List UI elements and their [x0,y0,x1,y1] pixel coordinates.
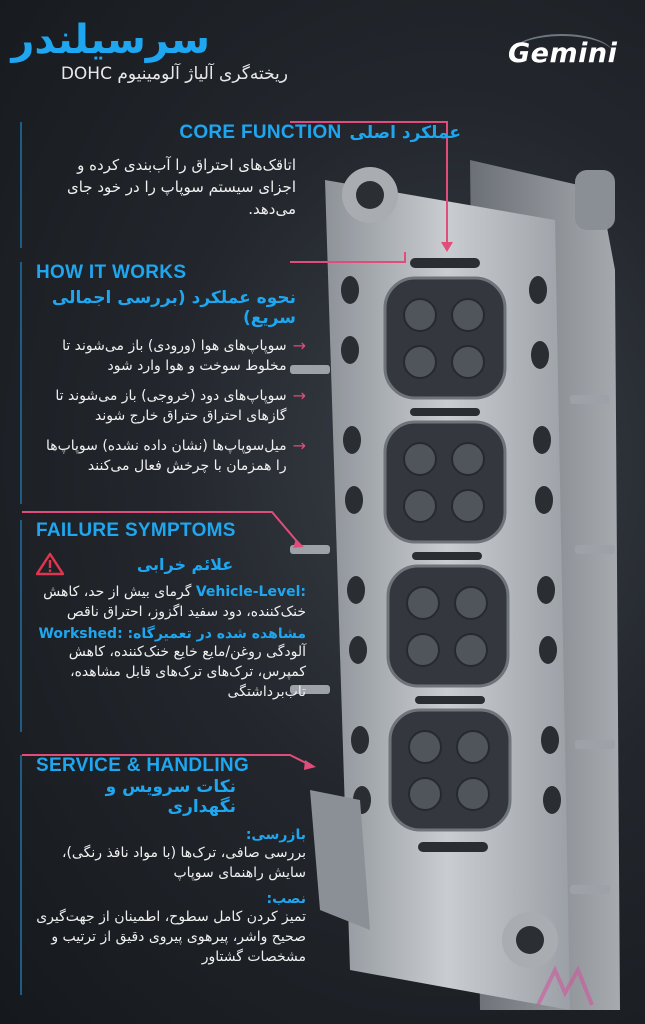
core-function-title-fa: عملکرد اصلی [349,123,461,143]
service-panel: SERVICE & HANDLING نکات سرویس و نگهداری … [20,755,461,995]
cylinder-head-illustration [290,160,620,1010]
how-it-works-item: → میل‌سوپاپ‌ها (نشان داده نشده) سوپاپ‌ها… [45,436,306,474]
inspection-label: بازرسی: [245,827,306,843]
arrow-right-icon: → [292,336,306,355]
how-it-works-panel: HOW IT WORKS نحوه عملکرد (بررسی اجمالی س… [20,262,461,504]
how-it-works-title-fa: نحوه عملکرد (بررسی اجمالی سریع) [51,288,296,328]
vehicle-level-label: Vehicle-Level: [195,584,306,600]
failure-title-en: FAILURE SYMPTOMS [36,520,236,541]
workshop-text: آلودگی روغن/مایع خایع خنک‌کننده، کاهش کم… [68,644,306,700]
core-function-panel: عملکرد اصلی CORE FUNCTION اتاقک‌های احتر… [20,122,461,248]
how-it-works-title-en: HOW IT WORKS [36,262,187,283]
core-function-text: اتاقک‌های احتراق را آب‌بندی کرده و اجزای… [66,156,296,218]
page-subtitle: ریخته‌گری آلیاژ آلومینیوم DOHC [60,64,288,84]
install-text: تمیز کردن کامل سطوح، اطمینان از جهت‌گیری… [36,909,306,965]
failure-symptoms-panel: FAILURE SYMPTOMS علائم خرابی Vehicle-Lev… [20,520,461,732]
arrow-right-icon: → [292,386,306,405]
watermark-logo [536,965,594,1006]
vehicle-level-text: گرمای بیش از حد، کاهش خنک‌کننده، دود سفی… [43,584,306,620]
workshop-label: مشاهده شده در تعمیرگاه: :Workshed [38,626,306,642]
inspection-text: بررسی صافی، ترک‌ها (با مواد نافذ رنگی)، … [61,845,306,881]
vehicle-level-block: Vehicle-Level: گرمای بیش از حد، کاهش خنک… [36,582,306,622]
failure-title-fa: علائم خرابی [136,554,234,574]
gemini-logo: Gemini [508,38,618,69]
arrow-right-icon: → [292,436,306,455]
service-title-en: SERVICE & HANDLING [36,755,250,776]
core-function-title-en: CORE FUNCTION [179,122,342,143]
install-label: نصب: [266,891,306,907]
warning-icon [36,552,64,576]
how-it-works-item: → سوپاپ‌های دود (خروجی) باز می‌شوند تا گ… [55,386,306,424]
logo-arc [510,34,614,76]
page-title: سرسیلندر [11,17,210,63]
how-it-works-item: → سوپاپ‌های هوا (ورودی) باز می‌شوند تا م… [62,336,306,374]
service-title-fa: نکات سرویس و نگهداری [105,777,236,817]
